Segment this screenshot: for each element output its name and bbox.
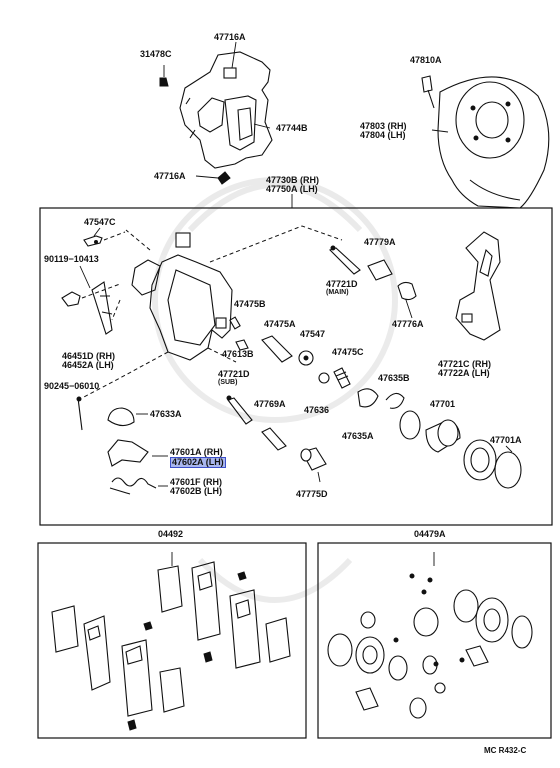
label-kit-04479A: 04479A bbox=[414, 529, 446, 539]
label-47547: 47547 bbox=[300, 329, 326, 339]
label-47475C: 47475C bbox=[332, 347, 364, 357]
anti-squeal-shim bbox=[91, 281, 113, 335]
label-47803-47804: 47803 (RH) 47804 (LH) bbox=[360, 121, 407, 140]
ring-47635B bbox=[385, 392, 405, 409]
label-47635A: 47635A bbox=[342, 431, 374, 441]
sleeve-47769A bbox=[261, 427, 287, 451]
label-47721D-sub: 47721D (SUB) bbox=[218, 369, 250, 387]
diagram-code: MC R432-C bbox=[484, 746, 527, 755]
caliper-assembly-frame bbox=[39, 207, 553, 526]
label-47601A-47602A[interactable]: 47601A (RH) 47602A (LH) bbox=[170, 447, 226, 468]
label-47547C: 47547C bbox=[84, 217, 116, 227]
label-47636: 47636 bbox=[304, 405, 330, 415]
seal-47475B bbox=[229, 316, 241, 330]
label-47810A: 47810A bbox=[410, 55, 442, 65]
guide-pin-sub bbox=[227, 397, 253, 425]
bleeder-screw-47547C bbox=[83, 235, 103, 247]
highlighted-part-47602A[interactable]: 47602A (LH) bbox=[170, 457, 226, 468]
bushing-47776A bbox=[397, 281, 417, 301]
label-47716A-bottom: 47716A bbox=[154, 171, 186, 181]
bolt-47810A bbox=[421, 75, 433, 93]
label-47744B: 47744B bbox=[276, 123, 308, 133]
label-47475B: 47475B bbox=[234, 299, 266, 309]
bolt-90119 bbox=[61, 291, 81, 307]
label-47721C-47722A: 47721C (RH) 47722A (LH) bbox=[438, 359, 492, 378]
label-47716A-top: 47716A bbox=[214, 32, 246, 42]
label-47635B: 47635B bbox=[378, 373, 410, 383]
guide-pin-main bbox=[328, 245, 361, 275]
spring-47475C bbox=[333, 367, 351, 389]
label-47601F-47602B: 47601F (RH) 47602B (LH) bbox=[170, 477, 223, 496]
pad-kit-parts bbox=[51, 552, 291, 731]
label-47613B: 47613B bbox=[222, 349, 254, 359]
plug-47633A bbox=[107, 407, 135, 427]
label-47779A: 47779A bbox=[364, 237, 396, 247]
pad-support-47601A bbox=[107, 439, 149, 467]
seal-kit-frame bbox=[317, 542, 552, 739]
mounting-bracket bbox=[455, 231, 501, 341]
label-47721D-main: 47721D (MAIN) bbox=[326, 279, 358, 297]
spring-47601F bbox=[111, 477, 157, 489]
label-47701: 47701 bbox=[430, 399, 456, 409]
pad-kit-frame bbox=[37, 542, 307, 739]
bolt-31478C bbox=[159, 77, 169, 87]
label-47769A: 47769A bbox=[254, 399, 286, 409]
watermark-emblem bbox=[152, 177, 398, 603]
sleeve-47475A bbox=[261, 335, 293, 363]
label-47776A: 47776A bbox=[392, 319, 424, 329]
label-kit-04492: 04492 bbox=[158, 529, 184, 539]
label-31478C: 31478C bbox=[140, 49, 172, 59]
caliper-body bbox=[131, 232, 233, 361]
label-47701A: 47701A bbox=[490, 435, 522, 445]
caliper-bracket-top bbox=[179, 51, 273, 185]
label-47775D: 47775D bbox=[296, 489, 328, 499]
piston-seal-47635A bbox=[357, 388, 379, 408]
ring-47636 bbox=[318, 372, 330, 384]
label-47633A: 47633A bbox=[150, 409, 182, 419]
boot-47779A bbox=[367, 259, 393, 281]
label-46451D-46452A: 46451D (RH) 46452A (LH) bbox=[62, 351, 116, 370]
boot-47701A bbox=[463, 439, 497, 481]
label-47475A: 47475A bbox=[264, 319, 296, 329]
seal-kit-parts bbox=[327, 552, 533, 719]
label-90119: 90119−10413 bbox=[44, 254, 99, 264]
seal-47701 bbox=[399, 410, 421, 440]
label-90245: 90245−06010 bbox=[44, 381, 100, 391]
dust-shield bbox=[437, 76, 550, 209]
label-47730B-47750A: 47730B (RH) 47750A (LH) bbox=[266, 175, 320, 194]
